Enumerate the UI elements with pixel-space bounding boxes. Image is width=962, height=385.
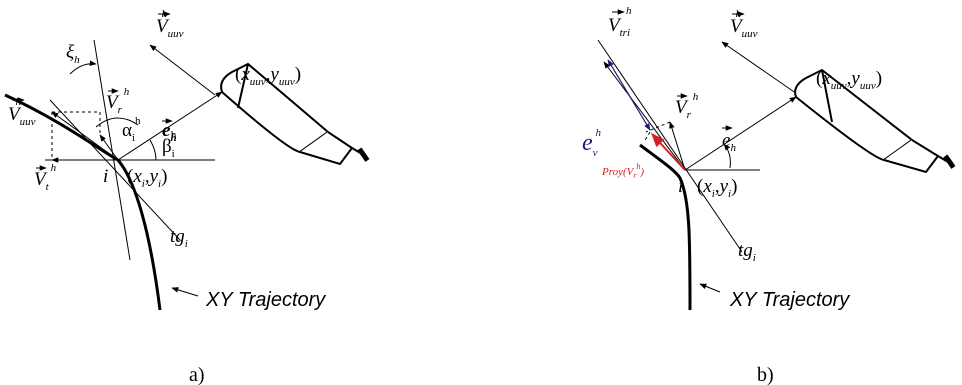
vehicle-coords-label: (xuuv,yuuv) [235, 64, 301, 88]
v-tri-label: Vtrih [608, 5, 632, 39]
v-uuv-top-label: Vuuvh [730, 8, 758, 40]
trajectory-pointer-arrow [699, 283, 721, 293]
projection-arrow [651, 132, 686, 171]
e-h-arrow [117, 91, 223, 161]
trajectory-curve [639, 143, 692, 311]
v-r-arrow [669, 121, 686, 171]
v-uuv-top-arrow [721, 41, 801, 97]
panel-a: ξh Vuuvh Vrh Vuuvh Vth αih eh βih (xuuv,… [4, 8, 370, 385]
trajectory-label: XY Trajectory [205, 289, 326, 311]
point-coords-label: (xi,yi) [697, 176, 737, 200]
v-uuv-top-label: Vuuvh [156, 8, 184, 40]
e-h-arrow [684, 96, 797, 171]
tangent-label: tgi [738, 240, 756, 264]
v-uuv-left-label: Vuuvh [8, 96, 36, 128]
svg-text:Vrh: Vrh [675, 91, 699, 121]
svg-text:Vuuvh: Vuuvh [156, 8, 184, 40]
projection-label: Proy(Vrh) [601, 162, 644, 180]
point-label: i [678, 176, 683, 197]
beta-angle-arc [149, 139, 157, 161]
e-h-label: eh [722, 125, 736, 154]
v-uuv-top-arrow [149, 44, 216, 96]
vehicle-coords-label: (xuuv,yuuv) [816, 68, 882, 92]
svg-text:Vtrih: Vtrih [608, 5, 632, 39]
trajectory-pointer-arrow [171, 287, 199, 297]
svg-text:eh: eh [722, 130, 736, 154]
dashed-construction [645, 121, 671, 133]
error-label: evh [582, 127, 602, 159]
xi-angle-arc [69, 60, 97, 75]
uuv-vehicle [794, 68, 956, 174]
xi-label: ξh [66, 42, 80, 66]
panel-b: Vtrih Vuuvh evh Vrh eh Proy(Vrh) (xuuv,y… [582, 5, 956, 385]
v-uuv-left-arrow [51, 111, 119, 161]
point-coords-label: (xi,yi) [127, 166, 167, 190]
tangent-line [597, 39, 743, 253]
dashed-construction [643, 131, 651, 143]
xi-reference-line [93, 39, 131, 261]
trajectory-label: XY Trajectory [729, 289, 850, 311]
svg-text:Vth: Vth [34, 162, 57, 193]
tangent-label: tgi [170, 226, 188, 250]
v-t-label: Vth [34, 162, 57, 193]
svg-text:Vuuvh: Vuuvh [730, 8, 758, 40]
error-arrow [607, 59, 651, 131]
e-h-label: eh [162, 118, 177, 144]
beta-label: βih [162, 129, 177, 160]
svg-text:eh: eh [162, 120, 177, 144]
alpha-angle-arc [95, 117, 139, 128]
panel-a-caption: a) [189, 364, 205, 385]
point-label: i [103, 166, 108, 187]
v-tri-arrow [603, 61, 686, 171]
svg-text:Vuuvh: Vuuvh [8, 96, 36, 128]
alpha-label: αih [122, 115, 141, 144]
svg-text:Vrh: Vrh [106, 86, 130, 116]
v-r-arrow [99, 134, 119, 161]
v-r-label: Vrh [675, 91, 699, 121]
panel-b-caption: b) [757, 364, 774, 385]
v-r-label: Vrh [106, 86, 130, 116]
uuv-vehicle [220, 62, 370, 166]
angle-arc [723, 143, 731, 169]
